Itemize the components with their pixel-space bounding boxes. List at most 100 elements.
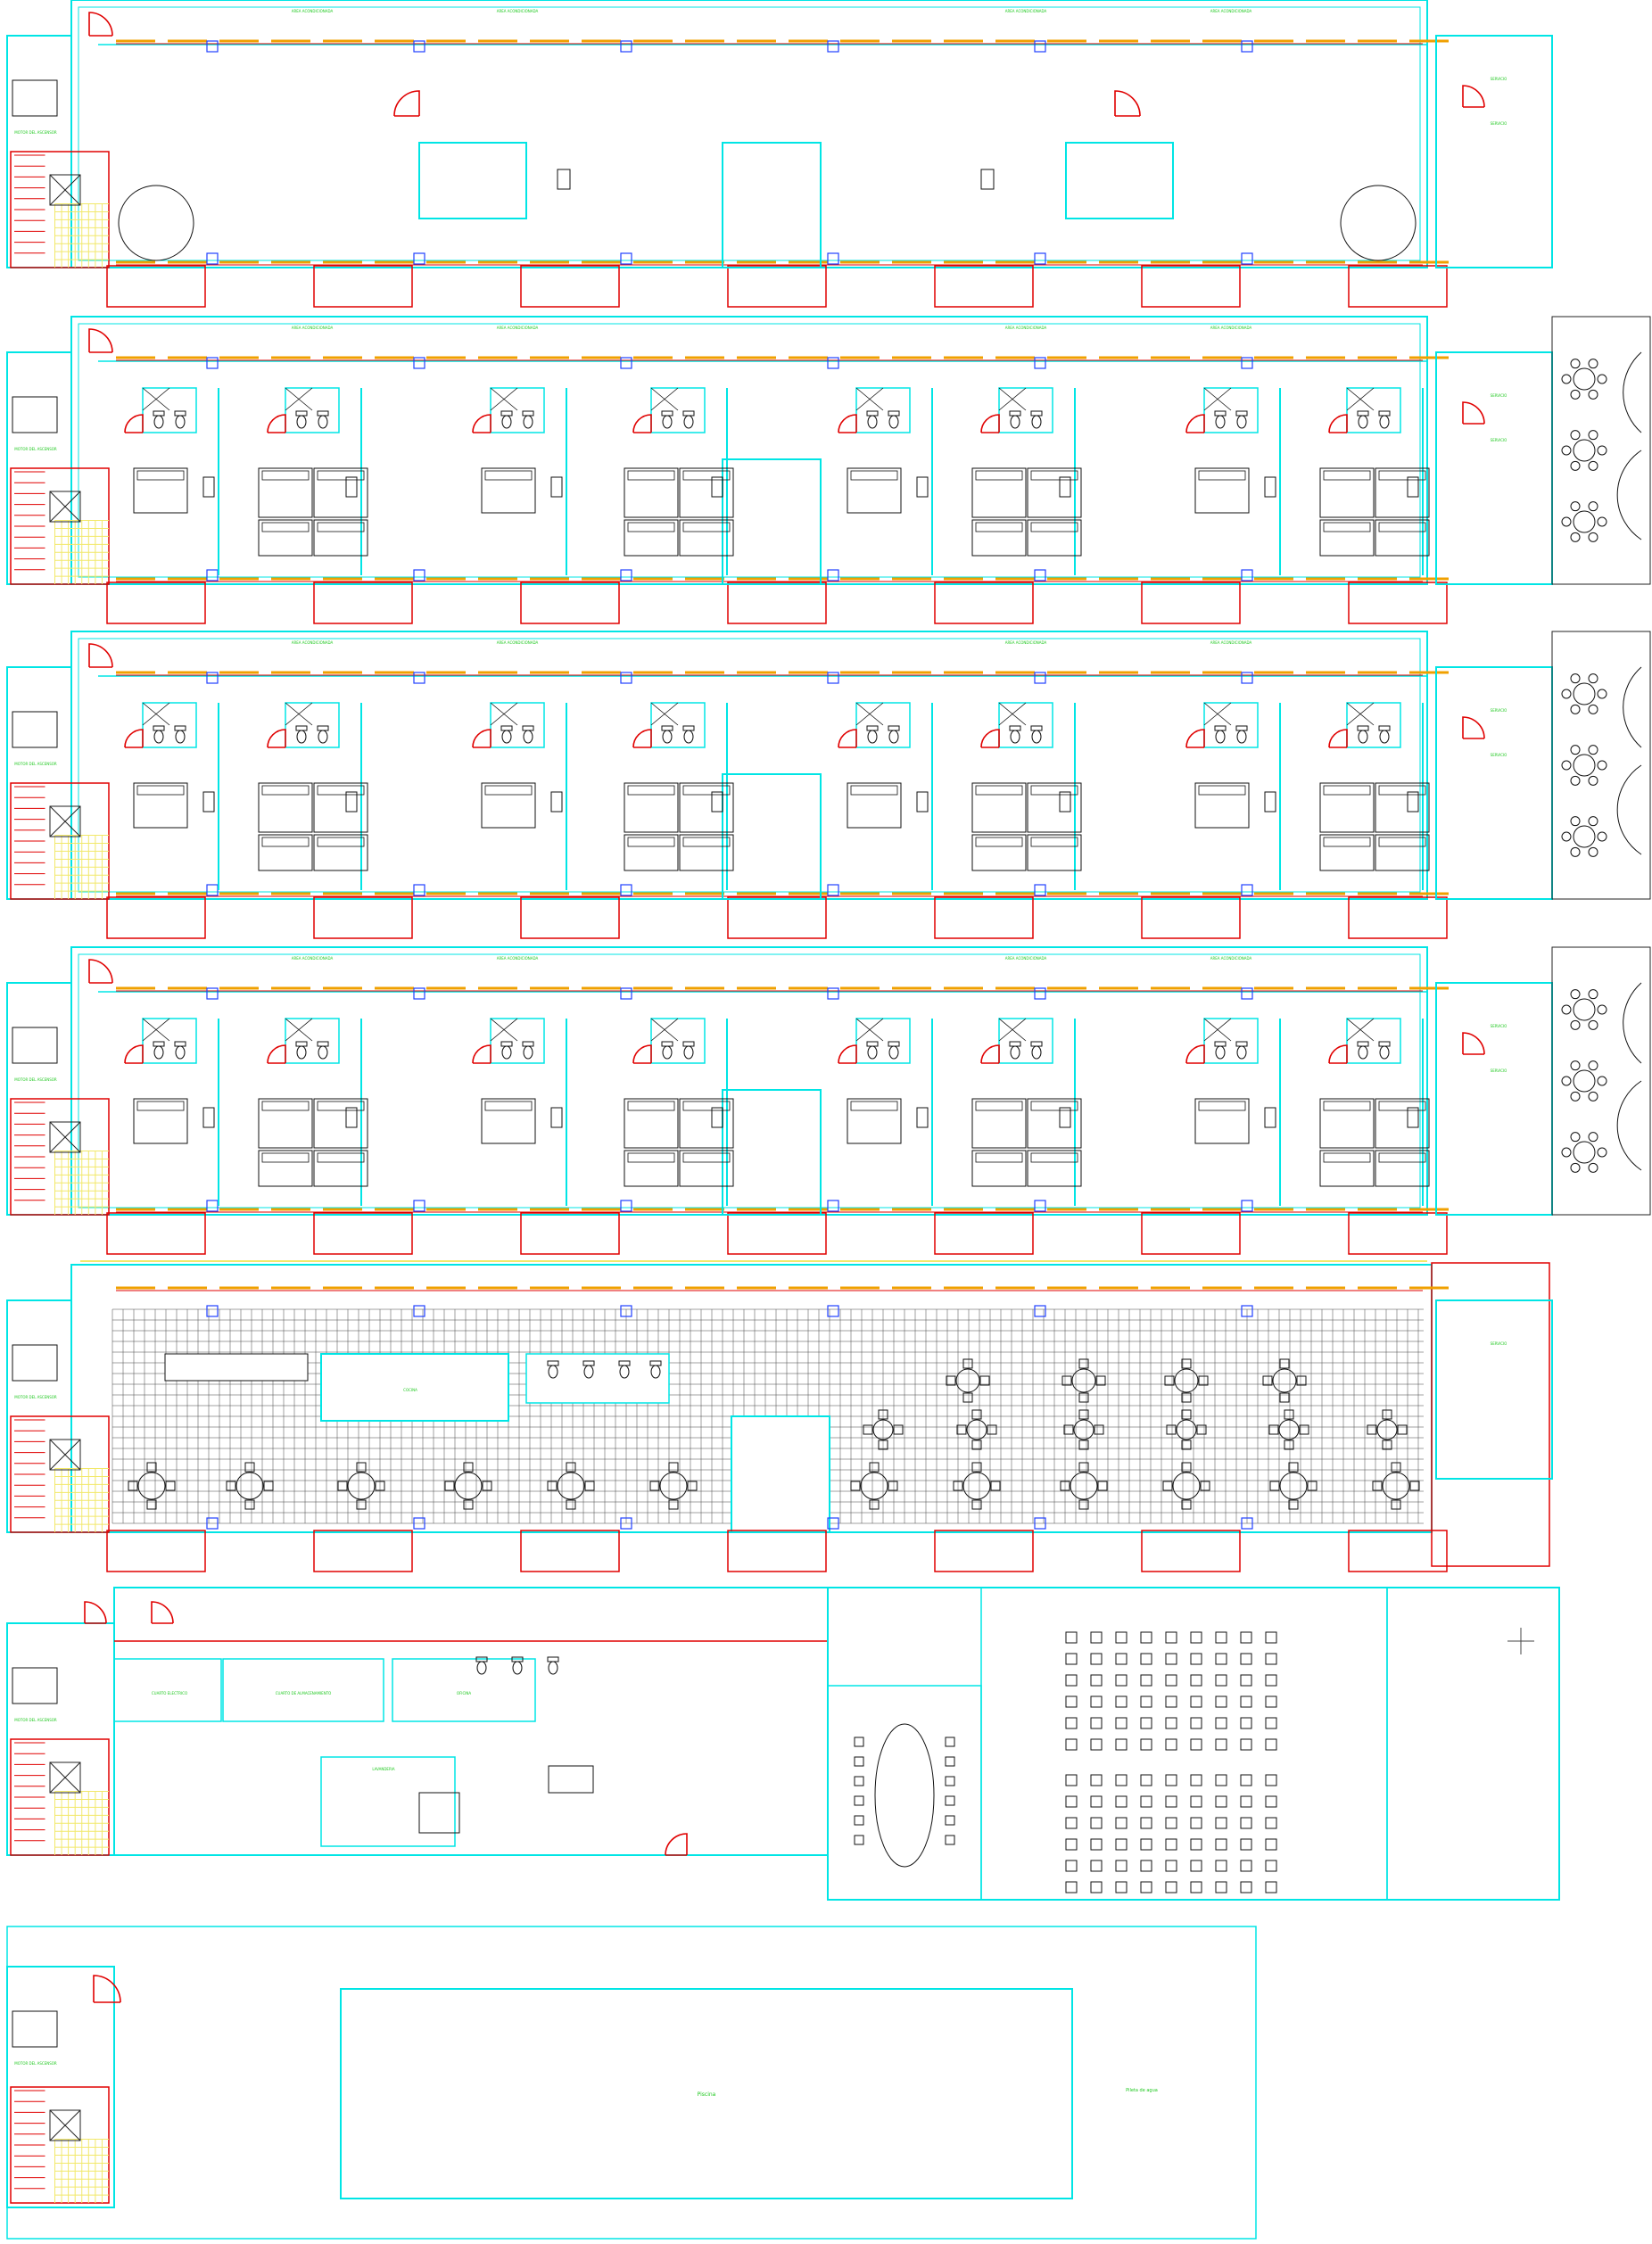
door-swing bbox=[472, 414, 491, 433]
elevator-machine-label: MOTOR DEL ASCENSOR bbox=[14, 1395, 57, 1399]
bath-cross bbox=[285, 702, 313, 726]
structural-column bbox=[413, 1200, 425, 1212]
seat bbox=[1165, 1653, 1177, 1665]
bed bbox=[1027, 1098, 1082, 1149]
chair bbox=[1288, 1499, 1299, 1510]
lounge-chair bbox=[1588, 745, 1598, 755]
lounge-chair bbox=[1597, 689, 1607, 699]
door-swing bbox=[84, 1601, 107, 1624]
pillow bbox=[1323, 785, 1371, 796]
chair bbox=[956, 1424, 967, 1435]
toilet-icon bbox=[867, 415, 878, 429]
bed bbox=[971, 782, 1027, 833]
structural-column bbox=[413, 884, 425, 896]
toilet-tank bbox=[1378, 1041, 1391, 1047]
elevator-cross bbox=[49, 805, 81, 837]
seat bbox=[1115, 1717, 1127, 1729]
door-swing bbox=[1328, 729, 1348, 748]
chair bbox=[649, 1481, 660, 1491]
lounge-chair bbox=[1570, 1162, 1581, 1173]
seat bbox=[1090, 1817, 1103, 1829]
seat bbox=[1240, 1817, 1252, 1829]
pool-label: Piscina bbox=[698, 2091, 716, 2098]
toilet-tank bbox=[153, 1041, 165, 1047]
lounge-chair bbox=[1570, 745, 1581, 755]
chair bbox=[463, 1462, 474, 1473]
toilet-icon bbox=[1010, 415, 1020, 429]
pillow bbox=[484, 1101, 533, 1111]
pillow bbox=[261, 1101, 310, 1111]
round-feature bbox=[1340, 185, 1417, 261]
seat bbox=[1140, 1860, 1152, 1872]
night-table bbox=[1407, 791, 1419, 813]
elevator-machine bbox=[12, 711, 58, 748]
toilet-tank bbox=[153, 410, 165, 417]
seat bbox=[1140, 1674, 1152, 1687]
pillow bbox=[627, 522, 675, 532]
pillow bbox=[317, 785, 365, 796]
lounge-chair bbox=[1597, 831, 1607, 842]
pillow bbox=[850, 785, 898, 796]
bed bbox=[313, 1098, 368, 1149]
chair bbox=[1078, 1392, 1089, 1403]
bed bbox=[258, 467, 313, 518]
toilet-icon bbox=[1031, 1045, 1042, 1060]
toilet-tank bbox=[522, 725, 534, 731]
pillow bbox=[1378, 837, 1426, 847]
seat bbox=[1240, 1881, 1252, 1893]
balcony bbox=[934, 896, 1034, 939]
chair bbox=[1397, 1424, 1408, 1435]
bed bbox=[1319, 1098, 1375, 1149]
chair bbox=[971, 1440, 982, 1450]
seat bbox=[1115, 1774, 1127, 1786]
bed bbox=[679, 1150, 734, 1187]
seat bbox=[1140, 1717, 1152, 1729]
chair bbox=[945, 1776, 955, 1786]
seat bbox=[1215, 1738, 1227, 1751]
chair bbox=[854, 1737, 864, 1747]
chair bbox=[1391, 1499, 1401, 1510]
bed bbox=[1375, 1098, 1430, 1149]
seat bbox=[1240, 1795, 1252, 1808]
lounge-chair bbox=[1597, 1076, 1607, 1086]
stair-landing bbox=[54, 1791, 109, 1855]
lounge-chair bbox=[1588, 846, 1598, 857]
bed bbox=[133, 467, 188, 514]
elevator-shaft bbox=[49, 2109, 81, 2141]
stair-landing bbox=[54, 2139, 109, 2203]
toilet-tank bbox=[511, 1656, 524, 1662]
lounge-chair bbox=[1597, 1004, 1607, 1015]
bed bbox=[133, 782, 188, 829]
chair bbox=[1198, 1375, 1209, 1386]
chair bbox=[1060, 1481, 1070, 1491]
pillow bbox=[682, 837, 731, 847]
seat bbox=[1265, 1717, 1277, 1729]
pillow bbox=[1198, 470, 1246, 481]
boardroom bbox=[827, 1685, 982, 1901]
building-inner-wall bbox=[78, 953, 1421, 1209]
seat bbox=[1090, 1695, 1103, 1708]
toilet-tank bbox=[1235, 410, 1248, 417]
toilet-icon bbox=[1215, 415, 1226, 429]
pillow bbox=[261, 522, 310, 532]
night-table bbox=[1059, 476, 1071, 498]
door-swing bbox=[632, 729, 652, 748]
structural-column bbox=[1034, 40, 1046, 53]
toilet-tank bbox=[1009, 1041, 1021, 1047]
lounge-chair bbox=[1588, 1019, 1598, 1030]
seat bbox=[1215, 1838, 1227, 1851]
bed bbox=[971, 1150, 1027, 1187]
toilet-tank bbox=[295, 410, 308, 417]
toilet-tank bbox=[1009, 725, 1021, 731]
structural-column bbox=[1241, 252, 1253, 265]
seat bbox=[1215, 1774, 1227, 1786]
structural-column bbox=[413, 987, 425, 1000]
chair bbox=[547, 1481, 558, 1491]
bed bbox=[679, 519, 734, 557]
toilet-tank bbox=[174, 725, 186, 731]
pillow bbox=[1198, 1101, 1246, 1111]
structural-column bbox=[1034, 569, 1046, 582]
toilet-icon bbox=[662, 730, 673, 744]
bed bbox=[971, 467, 1027, 518]
